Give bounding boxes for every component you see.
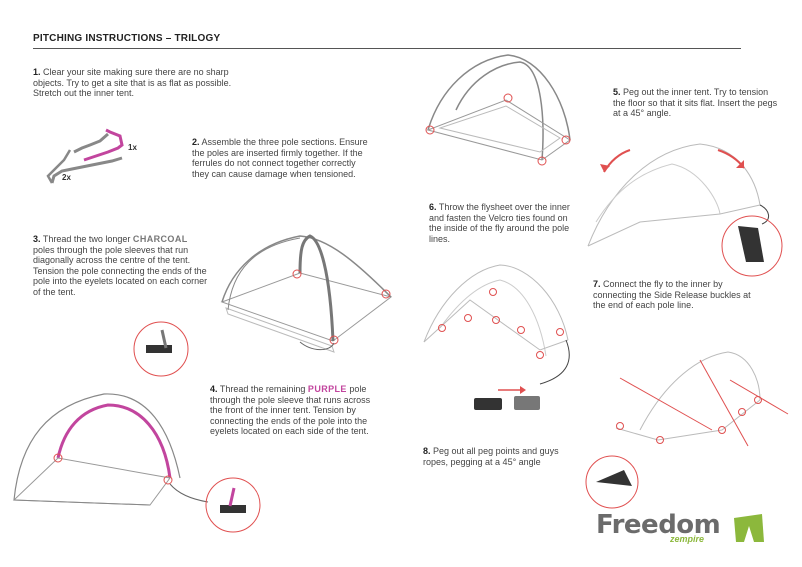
- step-2: 2. Assemble the three pole sections. Ens…: [192, 137, 368, 179]
- tent-step7-illustration: [423, 264, 570, 410]
- step-5: 5. Peg out the inner tent. Try to tensio…: [613, 87, 778, 119]
- step-4: 4. Thread the remaining PURPLE pole thro…: [210, 384, 371, 437]
- logo-brand-text: Freedom: [596, 510, 721, 540]
- step-8: 8. Peg out all peg points and guys ropes…: [423, 446, 559, 467]
- logo-sub-text: zempire: [670, 534, 705, 544]
- tent-step6-illustration: [587, 143, 783, 277]
- purple-highlight: PURPLE: [307, 384, 347, 394]
- step-3: 3. Thread the two longer CHARCOAL poles …: [33, 234, 208, 297]
- tent-step8-illustration: [585, 351, 789, 509]
- tent-step4-illustration: [12, 393, 261, 533]
- charcoal-highlight: CHARCOAL: [132, 234, 188, 244]
- poles-illustration: [46, 128, 124, 184]
- purple-pole-count: 1x: [128, 143, 137, 152]
- page-title: PITCHING INSTRUCTIONS – TRILOGY: [33, 33, 221, 44]
- charcoal-pole-count: 2x: [62, 173, 71, 182]
- step-6: 6. Throw the flysheet over the inner and…: [429, 202, 570, 244]
- logo-mark-icon: [734, 514, 764, 542]
- tent-step3-illustration: [133, 234, 393, 377]
- step-1: 1. Clear your site making sure there are…: [33, 67, 232, 99]
- brand-logo: Freedom zempire: [596, 510, 721, 544]
- step-7: 7. Connect the fly to the inner by conne…: [593, 279, 751, 311]
- tent-step5-illustration: [425, 54, 571, 166]
- header-divider: [33, 48, 741, 49]
